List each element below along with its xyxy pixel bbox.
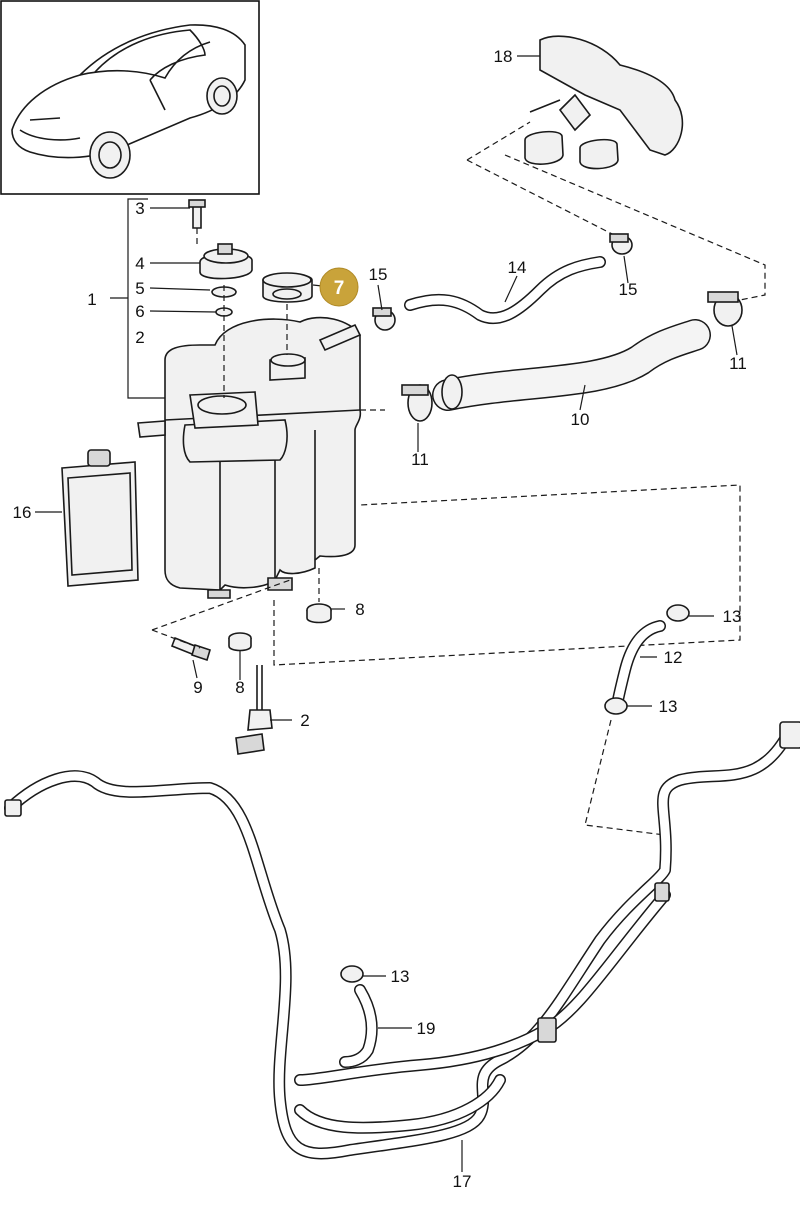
callout-2-upper[interactable]: 2 [135,328,144,347]
callout-7-highlighted[interactable]: 7 [319,267,359,307]
callout-7-badge [319,267,359,307]
level-sensor [235,665,273,755]
callout-13-top[interactable]: 13 [723,607,742,626]
clamp-13-top [666,604,690,622]
expansion-tank [137,316,362,599]
callout-16[interactable]: 16 [13,503,32,522]
hose-14 [404,256,606,325]
callout-11-right[interactable]: 11 [729,354,747,373]
car-thumbnail [0,0,260,195]
callout-17[interactable]: 17 [453,1172,472,1191]
callout-3[interactable]: 3 [135,199,144,218]
clamp-11-right [707,291,743,327]
callout-12[interactable]: 12 [664,648,683,667]
bushing-right [306,568,332,624]
hose-19 [339,965,378,1068]
hose-12 [612,620,666,706]
bushing-left [228,632,252,652]
coolant-pipe-17 [4,721,800,1160]
callout-14[interactable]: 14 [508,258,527,277]
callout-6[interactable]: 6 [135,302,144,321]
clamp-15-right [609,233,633,255]
hose-10 [432,319,711,411]
callout-10[interactable]: 10 [571,410,590,429]
coolant-bottle [61,449,139,587]
callout-8-right[interactable]: 8 [355,600,364,619]
callout-1[interactable]: 1 [87,290,96,309]
overflow-housing [524,35,684,170]
callout-18[interactable]: 18 [494,47,513,66]
callout-13-mid[interactable]: 13 [659,697,678,716]
sensor-cap [188,199,253,398]
callout-4[interactable]: 4 [135,254,144,273]
callout-8-left[interactable]: 8 [235,678,244,697]
callout-15-left[interactable]: 15 [369,265,388,284]
assembly-bracket [110,198,165,399]
callout-2-lower[interactable]: 2 [300,711,309,730]
leader-lines [35,55,738,1172]
mount-bolt [170,636,211,662]
callout-9[interactable]: 9 [193,678,202,697]
callout-15-right[interactable]: 15 [619,280,638,299]
clamp-13-mid [604,697,628,715]
callout-11-left[interactable]: 11 [411,450,429,469]
clamp-15-left [372,307,396,331]
routing-lines [151,121,766,836]
clamp-11-left [401,384,433,422]
callout-5[interactable]: 5 [135,279,144,298]
callout-19[interactable]: 19 [417,1019,436,1038]
tank-cap [262,272,313,355]
callout-labels: 3 4 1 5 6 2 15 14 15 18 11 11 10 16 8 9 … [13,47,747,1191]
callout-7-label: 7 [334,278,345,299]
callout-13-low[interactable]: 13 [391,967,410,986]
